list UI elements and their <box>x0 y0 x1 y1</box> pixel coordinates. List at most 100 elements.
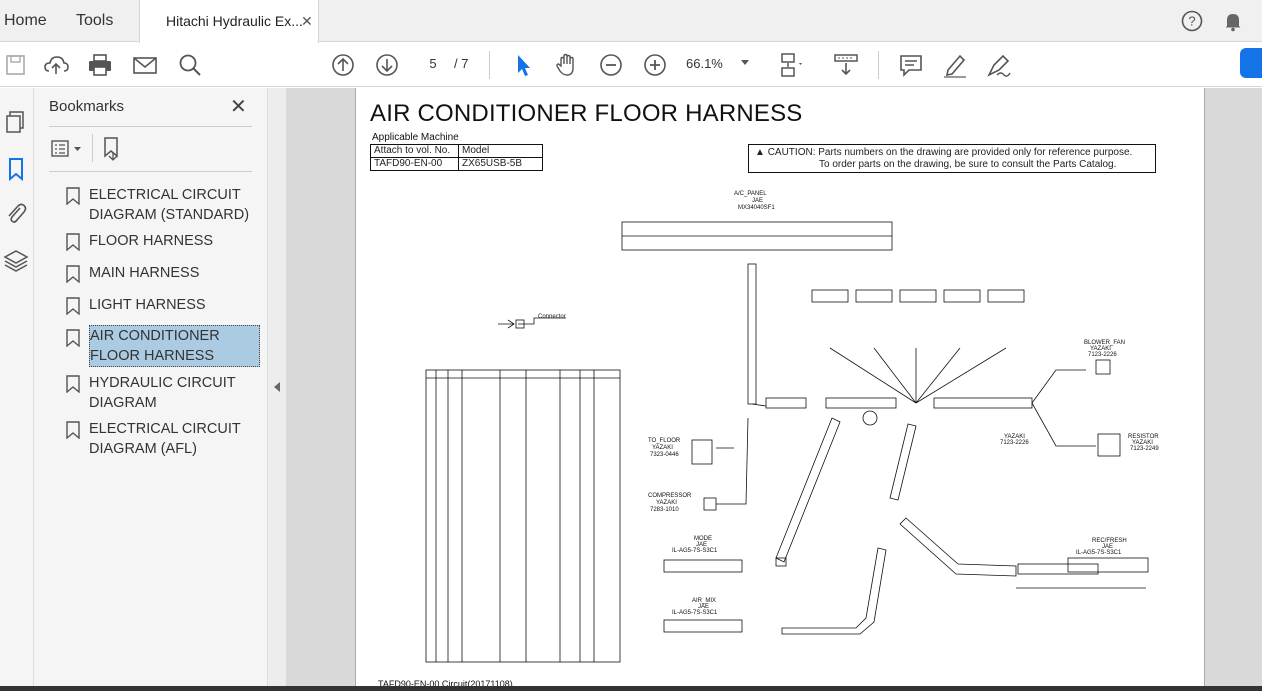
search-icon[interactable] <box>176 51 204 79</box>
bookmark-icon <box>66 421 80 439</box>
upload-cloud-icon[interactable] <box>42 51 70 79</box>
warning-icon: ▲ <box>755 147 765 158</box>
attachments-paperclip-icon[interactable] <box>3 200 29 226</box>
bookmark-icon <box>66 297 80 315</box>
pdf-page: AIR CONDITIONER FLOOR HARNESS Applicable… <box>355 88 1205 691</box>
tab-bar: Home Tools Hitachi Hydraulic Ex... ✕ ? <box>0 0 1262 43</box>
tab-tools[interactable]: Tools <box>76 12 114 29</box>
left-navigation-rail <box>0 88 34 691</box>
air-mix-label: AIR_MIX <box>692 598 717 604</box>
rec-fresh-label: REC/FRESH <box>1092 538 1127 544</box>
comment-icon[interactable] <box>897 51 925 79</box>
blower-fan-label: BLOWER_FAN <box>1084 340 1126 346</box>
yazaki-part: 7123-2226 <box>1000 440 1029 446</box>
bookmark-label: MAIN HARNESS <box>89 265 200 281</box>
mode-maker: JAE <box>696 542 708 548</box>
table-cell: TAFD90-EN-00 <box>370 157 459 171</box>
panel-divider <box>49 171 252 172</box>
page-number-input[interactable]: 5 <box>429 56 437 71</box>
bookmark-label: HYDRAULIC CIRCUIT DIAGRAM <box>89 375 236 411</box>
svg-text:?: ? <box>1188 14 1195 29</box>
scroll-mode-icon[interactable] <box>832 51 860 79</box>
applicable-machine-label: Applicable Machine <box>372 132 459 143</box>
bookmark-label: LIGHT HARNESS <box>89 297 206 313</box>
next-page-icon[interactable] <box>373 51 401 79</box>
add-bookmark-icon[interactable] <box>100 136 126 162</box>
wire-list-table <box>425 369 621 663</box>
mode-part: IL-AG5-7S-S3C1 <box>672 548 718 554</box>
zoom-out-icon[interactable] <box>597 51 625 79</box>
zoom-in-icon[interactable] <box>641 51 669 79</box>
bookmark-item[interactable]: LIGHT HARNESS <box>64 295 260 317</box>
to-floor-label: TO_FLOOR <box>648 438 681 444</box>
collapse-arrow-icon <box>274 382 280 392</box>
bookmark-item[interactable]: FLOOR HARNESS <box>64 231 260 253</box>
bookmark-item[interactable]: MAIN HARNESS <box>64 263 260 285</box>
bookmarks-panel: Bookmarks ✕ ELECTRICAL CIRCUIT DIAGRAM (… <box>34 88 267 691</box>
document-title: AIR CONDITIONER FLOOR HARNESS <box>370 100 803 127</box>
bookmark-icon-wrapper <box>64 327 84 349</box>
zoom-level-select[interactable]: 66.1% <box>686 56 723 71</box>
to-floor-part: 7323-0446 <box>650 452 679 458</box>
bookmark-icon <box>66 187 80 205</box>
rec-fresh-maker: JAE <box>1102 544 1114 550</box>
bookmark-item[interactable]: ELECTRICAL CIRCUIT DIAGRAM (AFL) <box>64 419 260 459</box>
select-pointer-icon[interactable] <box>509 51 537 79</box>
hand-tool-icon[interactable] <box>553 51 581 79</box>
page-footer: TAFD90-EN-00 Circuit(20171108) <box>378 679 513 689</box>
harness-trunk <box>747 263 757 405</box>
highlight-pen-icon[interactable] <box>941 51 969 79</box>
ac-panel-maker: JAE <box>752 198 764 204</box>
bookmark-label: ELECTRICAL CIRCUIT DIAGRAM (STANDARD) <box>89 187 250 223</box>
bookmark-icon <box>66 233 80 251</box>
bookmark-icon <box>66 265 80 283</box>
toolbar-divider <box>489 51 490 79</box>
tab-close-icon[interactable]: ✕ <box>301 13 313 29</box>
print-icon[interactable] <box>86 51 114 79</box>
notifications-bell-icon[interactable] <box>1221 9 1245 33</box>
layers-icon[interactable] <box>3 248 29 274</box>
ac-panel-part: MX34040SF1 <box>738 205 775 211</box>
ac-panel-label: A/C_PANEL <box>734 191 767 197</box>
document-viewer[interactable]: AIR CONDITIONER FLOOR HARNESS Applicable… <box>286 88 1262 691</box>
bookmark-options-list-icon[interactable] <box>50 136 81 162</box>
share-button[interactable] <box>1240 48 1262 78</box>
bookmark-icon <box>66 375 80 393</box>
blower-fan-part: 7123-2226 <box>1088 352 1117 358</box>
sign-pen-icon[interactable] <box>985 51 1013 79</box>
wiring-diagram <box>425 221 1149 663</box>
bottom-edge <box>0 686 1262 691</box>
close-panel-icon[interactable]: ✕ <box>230 96 247 118</box>
compressor-part: 7283-1010 <box>650 507 679 513</box>
resistor-maker: YAZAKI <box>1132 440 1153 446</box>
panel-divider <box>49 126 252 127</box>
resistor-part: 7123-2249 <box>1130 446 1159 452</box>
air-mix-maker: JAE <box>698 604 710 610</box>
panel-collapse-handle[interactable] <box>267 88 286 691</box>
rec-fresh-part: IL-AG5-7S-S3C1 <box>1076 550 1122 556</box>
bookmark-item[interactable]: ELECTRICAL CIRCUIT DIAGRAM (STANDARD) <box>64 185 260 225</box>
tab-document[interactable]: Hitachi Hydraulic Ex... ✕ <box>139 0 319 43</box>
email-icon[interactable] <box>131 51 159 79</box>
help-icon[interactable]: ? <box>1180 9 1204 33</box>
mode-label: MODE <box>694 536 712 542</box>
blower-fan-maker: YAZAKI <box>1090 346 1111 352</box>
connector-label: Connector <box>538 314 566 320</box>
caution-line-1: CAUTION: Parts numbers on the drawing ar… <box>767 147 1133 158</box>
bookmark-label: ELECTRICAL CIRCUIT DIAGRAM (AFL) <box>89 421 241 457</box>
page-fit-icon[interactable] <box>777 51 805 79</box>
page-thumbnails-icon[interactable] <box>3 108 29 134</box>
air-mix-part: IL-AG5-7S-S3C1 <box>672 610 718 616</box>
save-icon[interactable] <box>2 51 30 79</box>
page-total: / 7 <box>454 56 469 71</box>
compressor-maker: YAZAKI <box>656 500 677 506</box>
bookmark-item[interactable]: HYDRAULIC CIRCUIT DIAGRAM <box>64 373 260 413</box>
yazaki-label: YAZAKI <box>1004 434 1025 440</box>
table-cell: ZX65USB-5B <box>458 157 543 171</box>
bookmark-item-selected[interactable]: AIR CONDITIONER FLOOR HARNESS <box>89 325 260 367</box>
bookmarks-panel-icon[interactable] <box>3 156 29 182</box>
tab-home[interactable]: Home <box>4 12 47 29</box>
previous-page-icon[interactable] <box>329 51 357 79</box>
machine-table: Attach to vol. No. Model TAFD90-EN-00 ZX… <box>370 144 543 171</box>
zoom-dropdown-chevron-icon[interactable] <box>741 60 749 65</box>
